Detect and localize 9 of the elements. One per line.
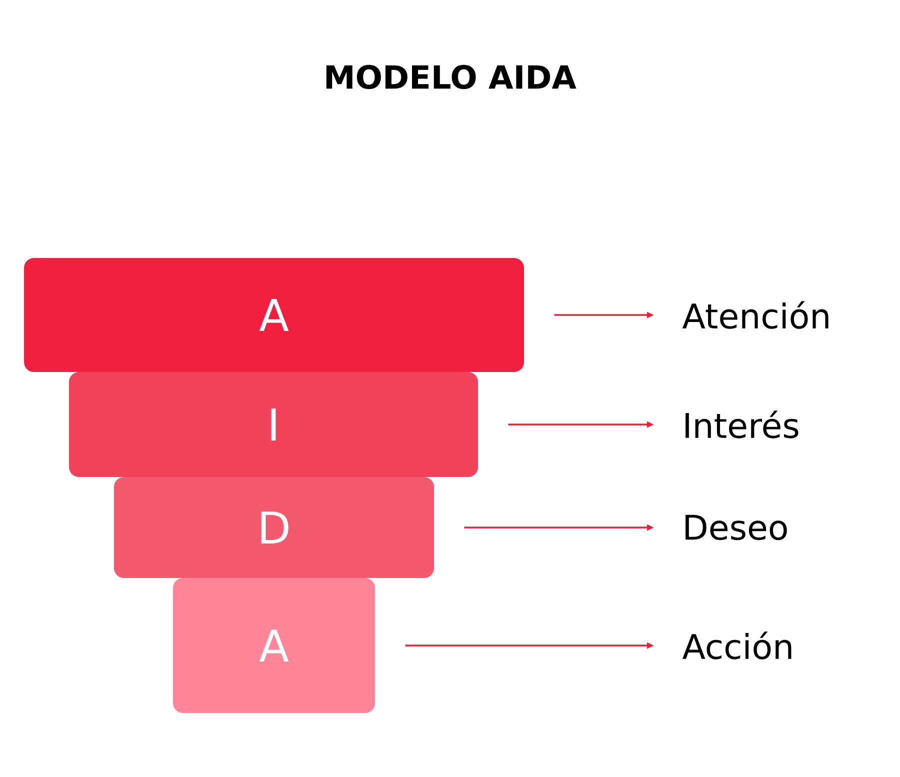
funnel-bar: I [69, 372, 478, 477]
funnel-bar: A [173, 578, 375, 713]
stage-label: Atención [682, 301, 828, 329]
stage-label: Interés [686, 410, 798, 438]
stage-label: Acción [682, 632, 792, 660]
stage-label: Deseo [686, 514, 787, 540]
funnel-bar: A [24, 258, 524, 372]
title: MODELO AIDA [326, 64, 576, 90]
funnel-bar: D [114, 477, 434, 578]
